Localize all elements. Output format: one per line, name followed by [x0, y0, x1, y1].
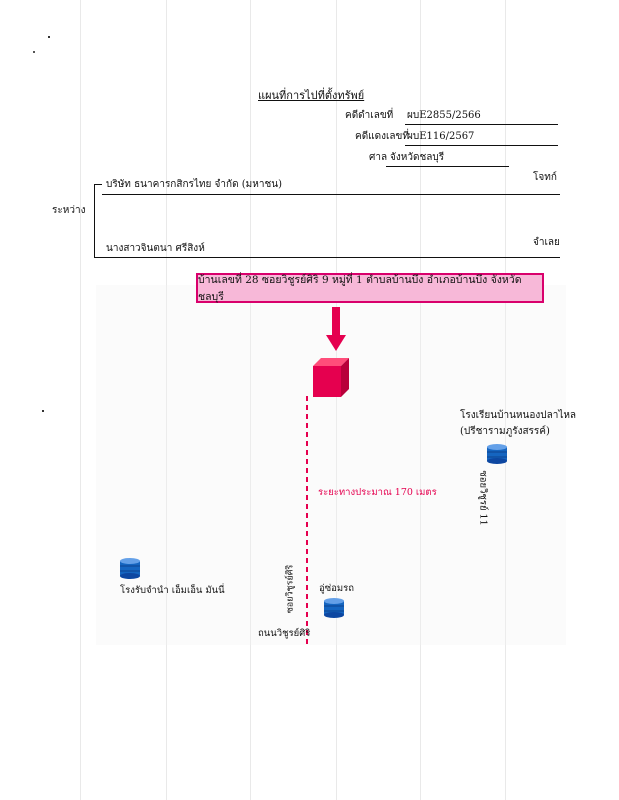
between-label: ระหว่าง [52, 205, 86, 216]
distance-label: ระยะทางประมาณ 170 เมตร [318, 487, 437, 498]
red-case-underline [405, 145, 558, 146]
arrow-down-icon [326, 307, 346, 351]
school-subname: (ปรีชารามภูรังสรรค์) [460, 426, 550, 437]
black-case-number: ผบE2855/2566 [407, 110, 481, 121]
scan-line [80, 0, 81, 800]
scan-line [166, 0, 167, 800]
speck [48, 36, 50, 38]
garage-label: อู่ซ่อมรถ [319, 583, 354, 594]
soi-11-label: ซอยวิชูรย์ 11 [477, 470, 489, 526]
property-address: บ้านเลขที่ 28 ซอยวิชูรย์ศิริ 9 หมู่ที่ 1… [198, 274, 522, 303]
property-address-box: บ้านเลขที่ 28 ซอยวิชูรย์ศิริ 9 หมู่ที่ 1… [196, 273, 544, 303]
scan-line [420, 0, 421, 800]
school-name: โรงเรียนบ้านหนองปลาไหล [460, 410, 577, 421]
school-barrel-icon [487, 444, 507, 464]
soi-main-label: ซอยวิชูรย์ศิริ [285, 564, 296, 614]
road-label: ถนนวิชูรย์ศิริ [258, 628, 311, 639]
plaintiff-name: บริษัท ธนาคารกสิกรไทย จำกัด (มหาชน) [106, 179, 282, 190]
red-case-label: คดีแดงเลขที่ [355, 131, 409, 142]
pawnshop-barrel-icon [120, 558, 140, 579]
defendant-name: นางสาวจินตนา ศรีสิงห์ [106, 243, 205, 254]
document-title: แผนที่การไปที่ตั้งทรัพย์ [258, 89, 365, 102]
defendant-role: จำเลย [533, 237, 560, 248]
scan-line [505, 0, 506, 800]
black-case-label: คดีดำเลขที่ [345, 110, 394, 121]
plaintiff-role: โจทก์ [533, 172, 557, 183]
black-case-underline [405, 124, 558, 125]
property-house-icon [313, 358, 349, 397]
scan-line [250, 0, 251, 800]
party-bracket [94, 184, 95, 258]
court-label: ศาล [369, 152, 388, 163]
bracket-bottom-tick [94, 257, 102, 258]
speck [33, 51, 35, 53]
scan-line [336, 0, 337, 800]
pawnshop-label: โรงรับจำนำ เอ็มเอ็น มันนี่ [120, 585, 225, 596]
bracket-top-tick [94, 184, 102, 185]
garage-barrel-icon [324, 598, 344, 618]
court-underline [386, 166, 509, 167]
red-case-number: ผบE116/2567 [407, 131, 475, 142]
map-area-shade [96, 285, 566, 645]
plaintiff-line [102, 194, 560, 195]
defendant-line [102, 257, 560, 258]
court-name: จังหวัดชลบุรี [390, 152, 445, 163]
speck [42, 410, 44, 412]
